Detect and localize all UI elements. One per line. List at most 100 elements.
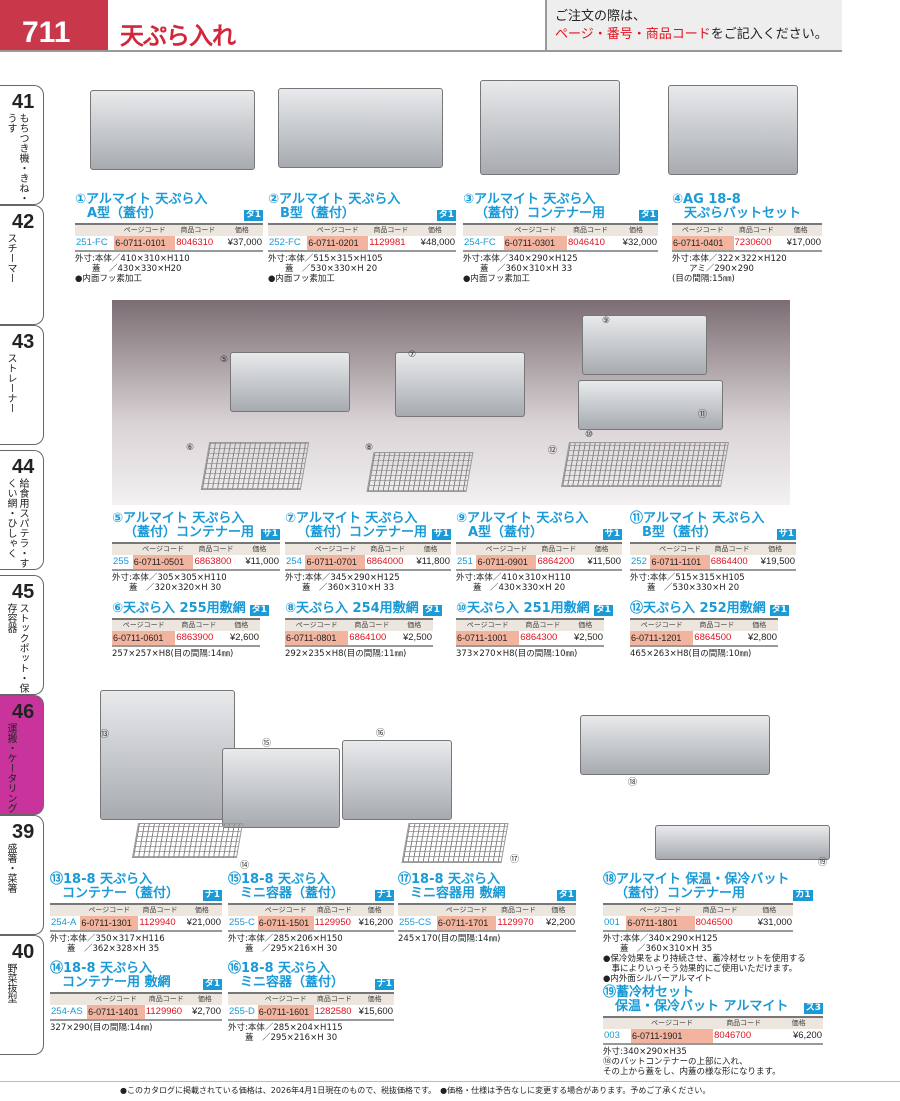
photo-label: ⑮	[262, 739, 272, 749]
product-code: 1129970	[497, 917, 534, 928]
col-price: 価格	[222, 619, 260, 631]
price: ¥2,600	[229, 632, 259, 643]
product-code: 6864000	[366, 556, 404, 567]
col-page-code: ページコード	[631, 1017, 714, 1029]
col-product-code: 商品コード	[694, 904, 746, 916]
product-photo	[100, 690, 235, 820]
photo-label: ⑩	[585, 430, 594, 440]
product-notes: 外寸:本体／322×322×H120 アミ／290×290 (目の間隔:15㎜)	[672, 254, 787, 284]
col-product-code: 商品コード	[193, 543, 239, 555]
supplier-badge: タ1	[638, 210, 658, 221]
page-code: 6-0711-1301	[80, 916, 139, 931]
photo-label: ⑲	[818, 858, 828, 868]
product-title: ⑰18-8 天ぷら入ミニ容器用 敷網タ1	[398, 873, 576, 901]
supplier-badge: タ1	[249, 605, 269, 616]
col-price: 価格	[220, 224, 263, 236]
page-number: 711	[0, 0, 108, 52]
product-title-line: ⑱アルマイト 保温・保冷バット	[603, 872, 790, 887]
product-block: ③アルマイト 天ぷら入（蓋付）コンテナー用タ1 ページコード商品コード価格 25…	[463, 193, 658, 284]
tab-label: ストックポット・保存容器	[5, 603, 28, 693]
product-title: ⑫天ぷら入 252用敷網タ1	[630, 602, 789, 616]
product-notes: 292×235×H8(目の間隔:11㎜)	[285, 649, 407, 659]
header-divider	[108, 50, 545, 52]
net-photo	[366, 452, 474, 492]
product-notes: 外寸:本体／515×315×H105 蓋 ／530×330×H 20	[630, 573, 745, 593]
photo-label: ⑯	[376, 729, 386, 739]
product-block: ⑩天ぷら入 251用敷網タ1 ページコード商品コード価格 6-0711-1001…	[456, 602, 613, 659]
photo-label: ⑰	[510, 855, 520, 865]
supplier-badge: タ1	[556, 890, 576, 901]
tab-label: 給食用スパテラ・すくい網・ひしゃく	[5, 478, 28, 568]
page-code: 6-0711-1101	[650, 555, 710, 570]
page-code: 6-0711-1601	[257, 1005, 314, 1020]
col-price: 価格	[238, 543, 280, 555]
product-title-line: ⑦アルマイト 天ぷら入	[285, 511, 418, 526]
product-title: ⑯18-8 天ぷら入ミニ容器（蓋付）ナ1	[228, 962, 394, 990]
order-note-rest: をご記入ください。	[710, 27, 828, 42]
product-notes: 外寸:本体／410×310×H110 蓋 ／430×330×H20 ●内面フッ素…	[75, 254, 190, 284]
col-price: 価格	[413, 224, 456, 236]
product-title-line: ⑧天ぷら入 254用敷網	[285, 601, 419, 616]
col-page-code: ページコード	[257, 904, 314, 916]
tab-label: 盛箸・菜箸	[5, 843, 16, 893]
product-title-line: （蓋付）コンテナー用	[124, 525, 255, 540]
col-page-code: ページコード	[257, 993, 314, 1005]
product-title-line: （蓋付）コンテナー用	[615, 886, 746, 901]
col-page-code: ページコード	[80, 904, 139, 916]
col-price: 価格	[566, 619, 604, 631]
col-price: 価格	[581, 543, 622, 555]
col-product-code: 商品コード	[709, 543, 755, 555]
product-title-line: ②アルマイト 天ぷら入	[268, 192, 401, 207]
photo-label: ⑥	[186, 443, 195, 453]
photo-label: ⑧	[365, 443, 374, 453]
col-page-code: ページコード	[436, 904, 497, 916]
tab-label: もちつき機・きね・うす	[5, 113, 28, 203]
product-notes: 外寸:本体／345×290×H125 蓋 ／360×310×H 33	[285, 573, 400, 593]
supplier-badge: サ1	[602, 529, 622, 540]
product-title-line: ⑮18-8 天ぷら入	[228, 872, 331, 887]
page-code: 6-0711-0401	[672, 236, 734, 251]
catalog-page: 255-C	[229, 917, 255, 928]
supplier-badge: タ1	[436, 210, 456, 221]
order-note-emphasis: ページ・番号・商品コード	[555, 27, 711, 42]
page-code: 6-0711-0601	[112, 631, 176, 646]
product-block: ⑭18-8 天ぷら入コンテナー用 敷網タ1 ページコード商品コード価格 254-…	[50, 962, 222, 1033]
product-notes: 外寸:本体／340×290×H125 蓋 ／360×310×H 35 ●保冷効果…	[603, 934, 806, 984]
product-notes: 373×270×H8(目の間隔:10㎜)	[456, 649, 578, 659]
net-photo	[561, 442, 729, 487]
product-title-line: ⑭18-8 天ぷら入	[50, 961, 153, 976]
page-code: 6-0711-0301	[503, 236, 567, 251]
supplier-badge: タ1	[422, 605, 442, 616]
product-code: 6864400	[710, 556, 748, 567]
col-product-code: 商品コード	[566, 224, 615, 236]
product-code: 1282580	[314, 1006, 352, 1017]
order-note-line1: ご注文の際は、	[555, 9, 647, 24]
net-photo	[401, 823, 509, 863]
supplier-badge: ス3	[803, 1003, 823, 1014]
product-title-line: （蓋付）コンテナー用	[297, 525, 428, 540]
supplier-badge: サ1	[260, 529, 280, 540]
photo-label: ⑤	[220, 355, 229, 365]
